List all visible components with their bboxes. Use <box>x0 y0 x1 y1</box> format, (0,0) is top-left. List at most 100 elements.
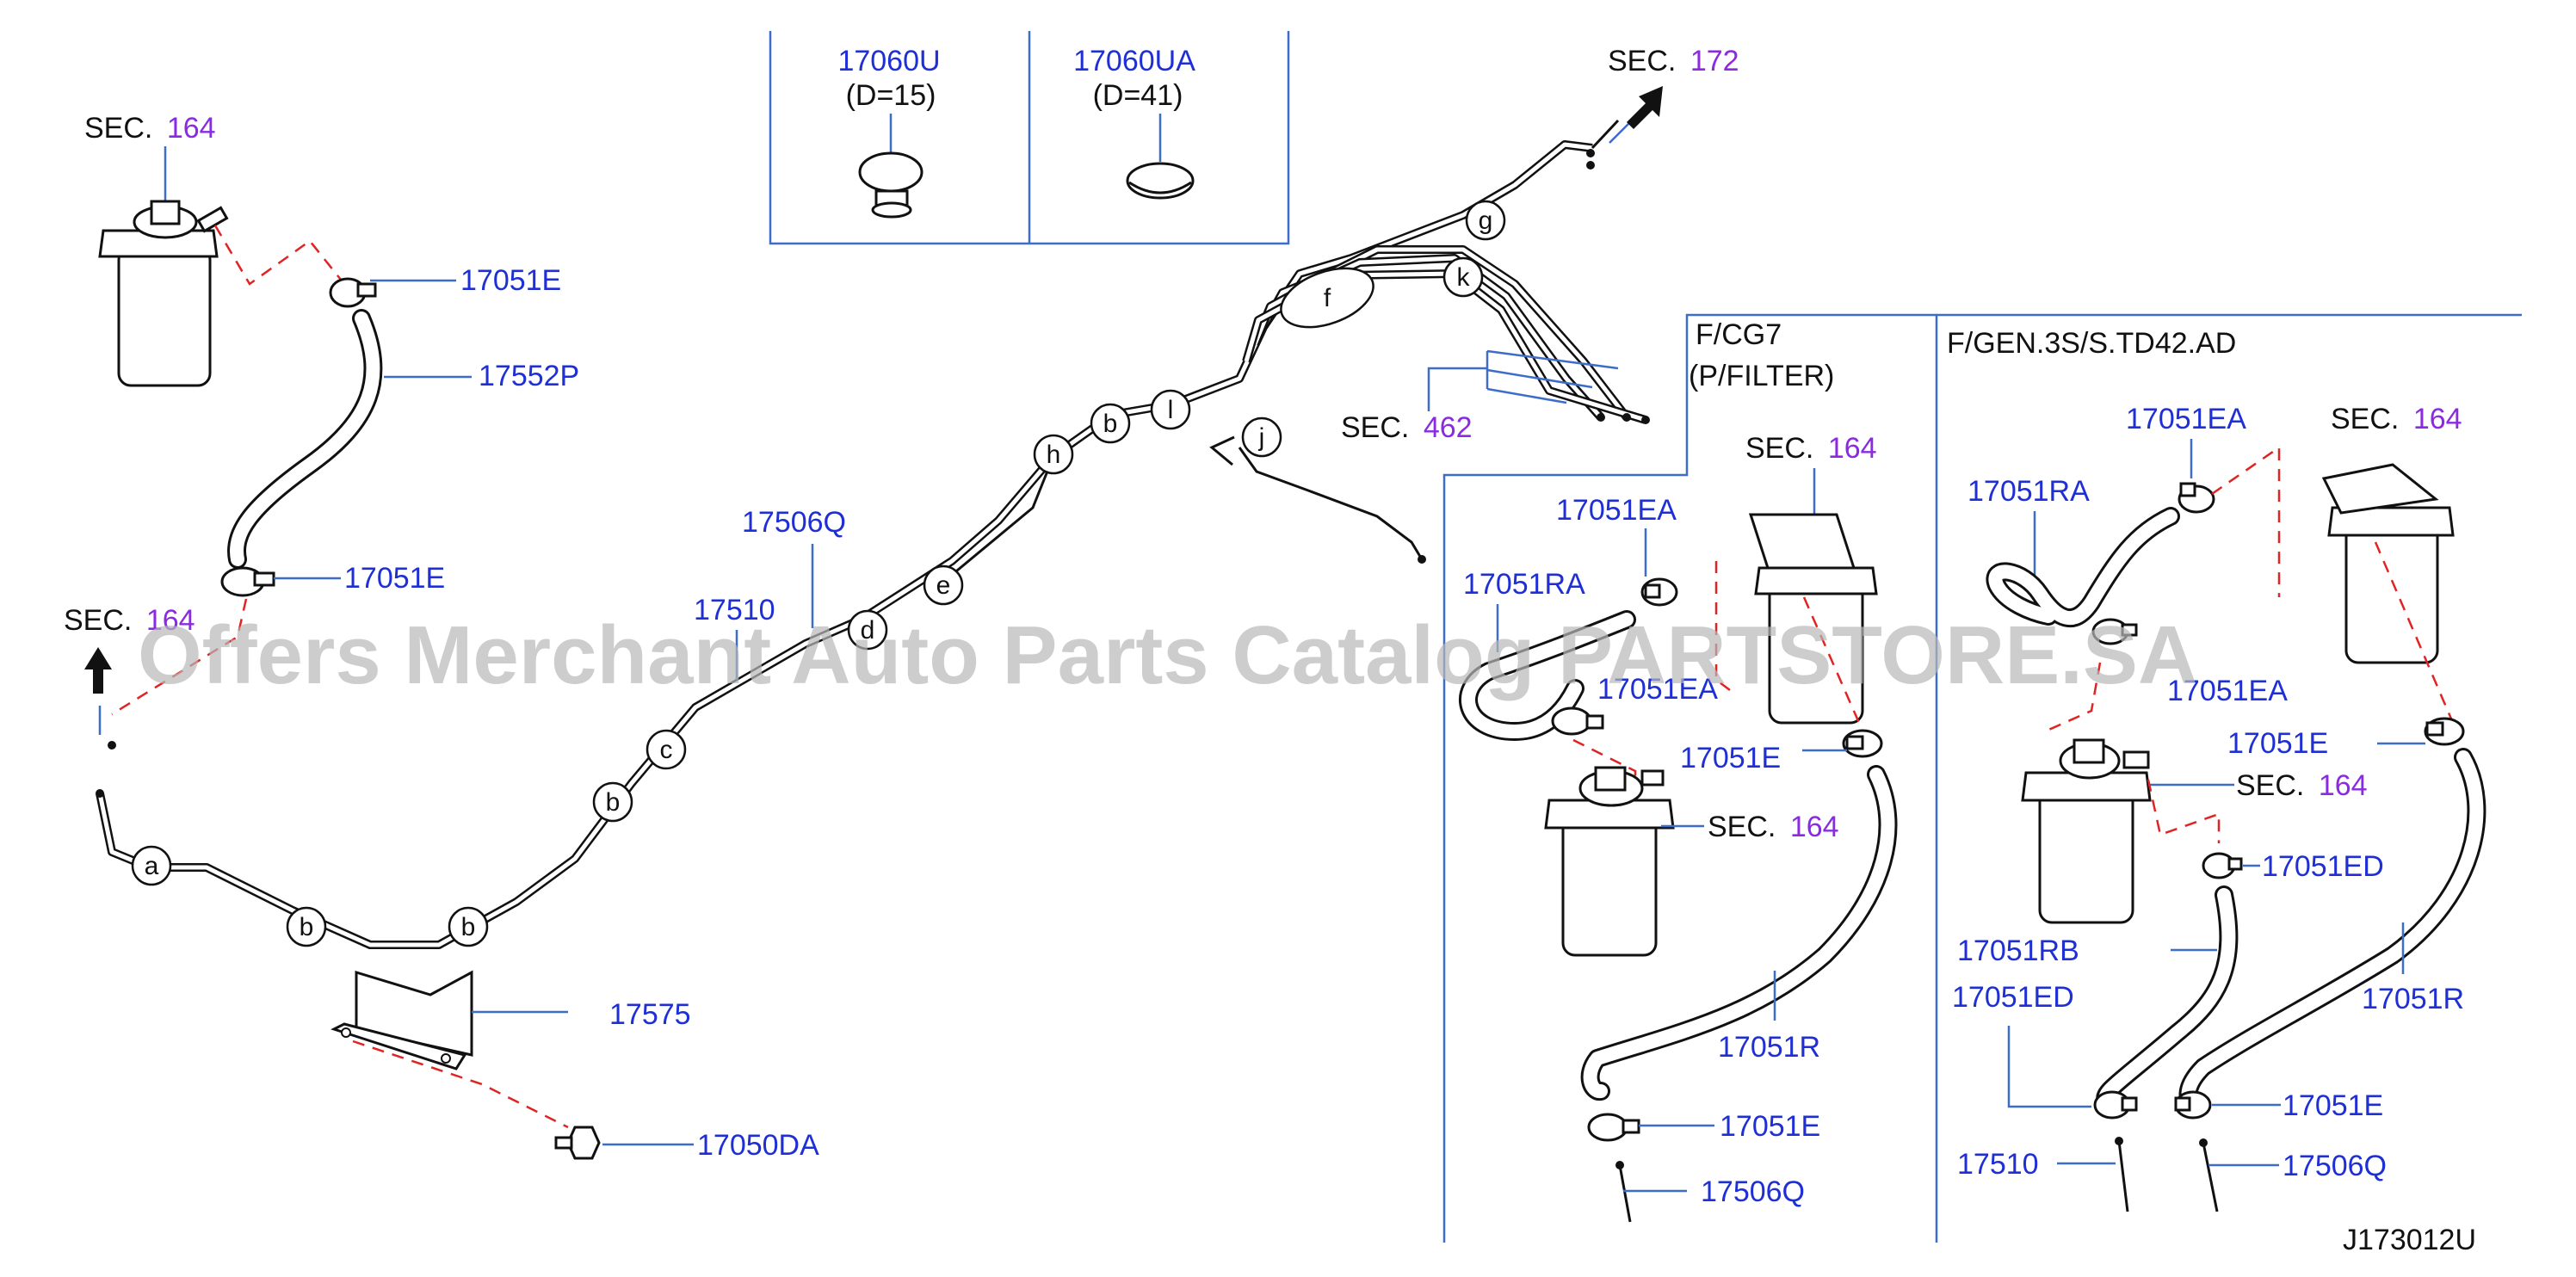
part-17510-fgen: 17510 <box>1957 1148 2039 1181</box>
sec-word: SEC. <box>1708 811 1776 843</box>
svg-text:b: b <box>1103 410 1118 438</box>
hose-clamp-icon <box>2424 717 2465 746</box>
hose-17051RA-fcg7 <box>1459 610 1636 741</box>
panel-fcg7: F/CG7 (P/FILTER) SEC. 164 17051EA 17051R… <box>1442 313 1938 1243</box>
part-17051R-fgen: 17051R <box>2362 983 2464 1015</box>
arrow-up-right-icon <box>1609 86 1663 144</box>
svg-text:e: e <box>936 571 951 600</box>
callout-c: c <box>646 729 687 770</box>
part-17506Q-main: 17506Q <box>742 506 846 539</box>
inset-dim-d41: (D=41) <box>1093 79 1183 112</box>
sec-172: 172 <box>1690 45 1739 77</box>
hose-clamp-icon <box>220 566 275 597</box>
callout-b: b <box>592 781 633 823</box>
fuel-filter-icon <box>1748 513 1878 725</box>
sec-word: SEC. <box>1745 432 1813 465</box>
watermark: Offers Merchant Auto Parts Catalog PARTS… <box>138 609 2197 701</box>
svg-text:SEC. 164: SEC. 164 <box>2236 769 2368 802</box>
sec-word: SEC. <box>2331 403 2399 435</box>
callout-a: a <box>131 845 172 886</box>
hose-17051R-fcg7 <box>1580 765 1898 1101</box>
sec-word: SEC. <box>84 112 152 145</box>
svg-text:l: l <box>1168 396 1174 424</box>
svg-text:b: b <box>461 913 476 941</box>
arrow-up-icon <box>84 647 112 694</box>
hose-clamp-icon <box>2174 1090 2212 1120</box>
hose-17051R-fgen <box>2178 748 2486 1111</box>
svg-text:d: d <box>861 616 875 645</box>
part-17051EA-fgen-2: 17051EA <box>2167 675 2288 707</box>
part-17051E-top: 17051E <box>460 264 561 297</box>
svg-text:h: h <box>1047 441 1061 469</box>
hose-clamp-icon <box>329 277 377 308</box>
sec-164-fgen-b: 164 <box>2319 769 2368 802</box>
callout-g: g <box>1465 200 1506 241</box>
svg-text:f: f <box>1324 284 1331 312</box>
part-17510-main: 17510 <box>694 594 775 626</box>
fuel-filter-icon <box>1544 766 1675 957</box>
callout-l: l <box>1150 389 1191 430</box>
fuel-filter-icon <box>2321 463 2455 664</box>
svg-text:SEC. 164: SEC. 164 <box>64 604 195 637</box>
part-17051ED-fgen-1: 17051ED <box>2262 850 2384 883</box>
svg-text:SEC. 164: SEC. 164 <box>1745 432 1877 465</box>
part-17506Q-fcg7: 17506Q <box>1701 1175 1805 1208</box>
hose-17051RA-fgen <box>1986 507 2180 628</box>
hose-clamp-icon <box>2093 1090 2138 1120</box>
inset-part-17060UA: 17060UA <box>1073 45 1195 77</box>
panel-fcg7-subtitle: (P/FILTER) <box>1689 360 1834 392</box>
svg-text:SEC. 164: SEC. 164 <box>84 112 216 145</box>
part-17051E-fcg7-1: 17051E <box>1680 742 1781 774</box>
grommet-small-icon <box>858 151 924 219</box>
hose-clamp-icon <box>1842 729 1883 758</box>
hose-clamp-icon <box>1551 706 1604 736</box>
callout-e: e <box>923 564 964 606</box>
sec-462: 462 <box>1424 411 1473 444</box>
callout-b: b <box>448 906 489 947</box>
hose-clamp-icon <box>2202 852 2243 879</box>
sec-word: SEC. <box>2236 769 2304 802</box>
part-17051R-fcg7: 17051R <box>1718 1031 1820 1064</box>
fuel-filter-icon <box>98 200 229 387</box>
sec-164-top-left: 164 <box>167 112 216 145</box>
svg-text:a: a <box>145 852 159 880</box>
sec-word: SEC. <box>64 604 132 637</box>
panel-fgen-title: F/GEN.3S/S.TD42.AD <box>1947 327 2236 360</box>
part-17050DA: 17050DA <box>697 1129 819 1162</box>
svg-text:SEC. 164: SEC. 164 <box>2331 403 2462 435</box>
sec-164-fcg7-b: 164 <box>1790 811 1839 843</box>
callout-j: j <box>1241 416 1282 458</box>
part-17051EA-fgen-1: 17051EA <box>2126 403 2246 435</box>
svg-text:k: k <box>1457 263 1471 292</box>
callout-k: k <box>1442 256 1484 298</box>
part-17506Q-fgen: 17506Q <box>2283 1150 2387 1182</box>
sec-164-left: 164 <box>146 604 195 637</box>
sec-word: SEC. <box>1608 45 1676 77</box>
sec-word: SEC. <box>1341 411 1409 444</box>
hose-17552P <box>227 309 383 569</box>
sec-164-fcg7-a: 164 <box>1828 432 1877 465</box>
part-17051EA-fcg7-2: 17051EA <box>1597 673 1718 706</box>
part-17552P: 17552P <box>479 360 579 392</box>
plug-large-icon <box>1126 162 1195 200</box>
svg-text:b: b <box>606 788 621 817</box>
callout-h: h <box>1033 434 1074 475</box>
svg-text:SEC. 462: SEC. 462 <box>1341 411 1473 444</box>
inset-grommets: 17060U (D=15) 17060UA (D=41) <box>769 31 1290 245</box>
part-17051RB-fgen: 17051RB <box>1957 935 2079 967</box>
part-17051RA-fcg7: 17051RA <box>1463 568 1585 601</box>
svg-text:g: g <box>1479 207 1493 235</box>
callout-b: b <box>1090 403 1131 444</box>
callout-markers: a b b b c d e h b l j f g k <box>131 200 1506 947</box>
part-17051E-fgen-2: 17051E <box>2283 1089 2383 1122</box>
protector-bracket-icon <box>330 970 473 1070</box>
diagram-code: J173012U <box>2343 1224 2476 1256</box>
fuel-filter-icon <box>2021 738 2152 924</box>
hose-clamp-icon <box>2178 482 2215 514</box>
callout-d: d <box>847 609 888 651</box>
hose-clamp-icon <box>2091 618 2138 645</box>
hose-clamp-icon <box>1640 577 1678 607</box>
filter-top-left: SEC. 164 <box>84 112 345 387</box>
bolt-icon <box>554 1126 601 1160</box>
